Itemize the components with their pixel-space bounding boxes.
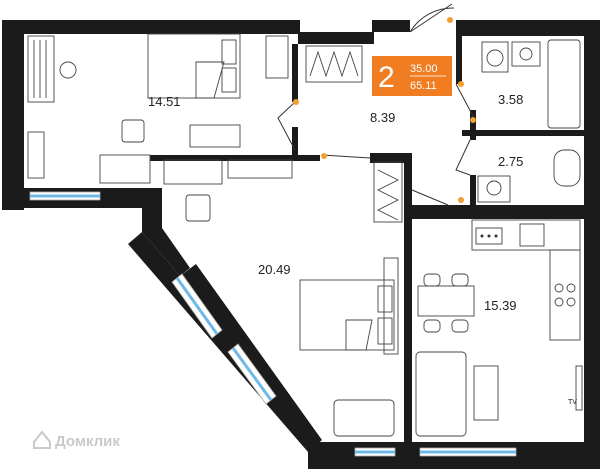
room-area-hallway: 8.39 bbox=[370, 110, 395, 125]
room-area-kitchen-living: 15.39 bbox=[484, 298, 517, 313]
area-living: 35.00 bbox=[410, 63, 438, 75]
domclick-logo-icon bbox=[33, 430, 51, 449]
tv-label: TV bbox=[568, 399, 577, 406]
watermark: Домклик bbox=[33, 430, 120, 450]
watermark-text: Домклик bbox=[55, 433, 120, 450]
room-area-bathroom: 3.58 bbox=[498, 92, 523, 107]
doors bbox=[277, 3, 476, 206]
room-count: 2 bbox=[378, 61, 395, 94]
furniture-bathroom bbox=[477, 39, 581, 203]
furniture-hallway bbox=[305, 45, 403, 223]
walls bbox=[2, 20, 600, 469]
room-area-toilet: 2.75 bbox=[498, 154, 523, 169]
room-area-bedroom-main: 20.49 bbox=[258, 262, 291, 277]
windows bbox=[29, 191, 517, 457]
furniture-kitchen-living bbox=[415, 219, 583, 437]
area-badge: 2 35.00 65.11 bbox=[372, 56, 452, 96]
room-area-bedroom-top-left: 14.51 bbox=[148, 94, 181, 109]
furniture-bedroom-top-left bbox=[27, 33, 289, 184]
furniture-bedroom-main bbox=[163, 159, 399, 437]
area-total: 65.11 bbox=[410, 80, 437, 92]
